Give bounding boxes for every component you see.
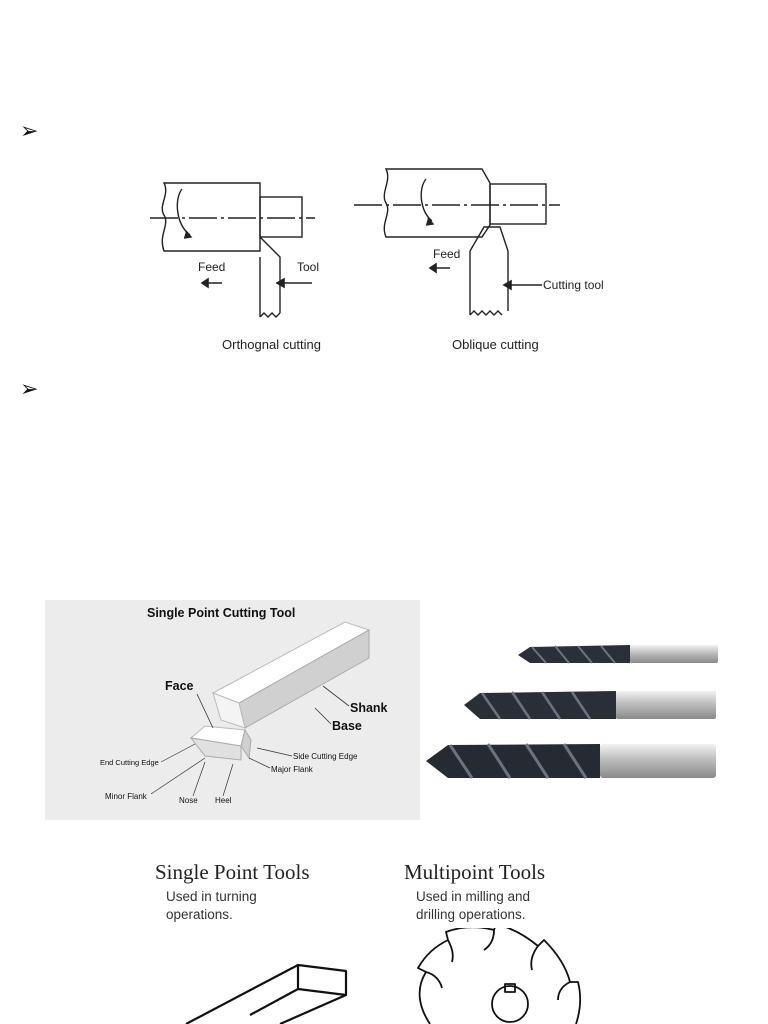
single-point-tools-desc-1: Used in turning xyxy=(166,889,257,904)
single-point-tools-desc-2: operations. xyxy=(166,907,233,922)
single-point-tools-heading: Single Point Tools xyxy=(155,860,310,884)
single-point-tool-panel: Single Point Cutting Tool Face Shank Bas… xyxy=(45,600,420,820)
feed-arrow xyxy=(200,277,222,289)
orthogonal-tool xyxy=(259,236,281,318)
milling-cutter-sketch xyxy=(417,928,582,1024)
oblique-feed-arrow xyxy=(428,262,450,274)
label-side-cutting-edge: Side Cutting Edge xyxy=(293,752,358,761)
cutting-tool-arrow xyxy=(502,279,542,291)
feed-label: Feed xyxy=(198,260,225,274)
drill-bit-large xyxy=(426,743,716,779)
multipoint-tools-heading: Multipoint Tools xyxy=(404,860,546,884)
tool-arrow xyxy=(275,277,312,289)
label-end-cutting-edge: End Cutting Edge xyxy=(100,758,159,767)
panel-title: Single Point Cutting Tool xyxy=(147,606,295,620)
label-nose: Nose xyxy=(179,796,198,805)
orthogonal-workpiece xyxy=(150,182,315,252)
drill-bits-image xyxy=(426,645,718,779)
multipoint-tools-desc-2: drilling operations. xyxy=(416,907,526,922)
label-minor-flank: Minor Flank xyxy=(105,792,148,801)
drill-bit-small xyxy=(518,645,718,664)
oblique-feed-label: Feed xyxy=(433,247,460,261)
single-point-tool-sketch xyxy=(185,963,348,1024)
cutting-diagram: Feed Tool Orthognal cutting Feed Cutting… xyxy=(150,168,604,352)
oblique-caption: Oblique cutting xyxy=(452,337,539,352)
orthogonal-caption: Orthognal cutting xyxy=(222,337,321,352)
single-point-tool-diagram: Single Point Cutting Tool Face Shank Bas… xyxy=(100,606,388,805)
oblique-workpiece xyxy=(354,168,560,238)
label-major-flank: Major Flank xyxy=(271,765,314,774)
cutting-tool-label: Cutting tool xyxy=(543,278,604,292)
label-face: Face xyxy=(165,679,194,693)
label-heel: Heel xyxy=(215,796,232,805)
tool-bar xyxy=(189,621,371,761)
oblique-tool xyxy=(469,226,509,316)
bullet-marker: ➢ xyxy=(20,118,39,143)
label-base: Base xyxy=(332,719,362,733)
bullet-marker: ➢ xyxy=(20,376,39,401)
label-shank: Shank xyxy=(350,701,388,715)
drill-bit-medium xyxy=(464,691,716,720)
multipoint-tools-desc-1: Used in milling and xyxy=(416,889,531,904)
tool-label: Tool xyxy=(297,260,319,274)
